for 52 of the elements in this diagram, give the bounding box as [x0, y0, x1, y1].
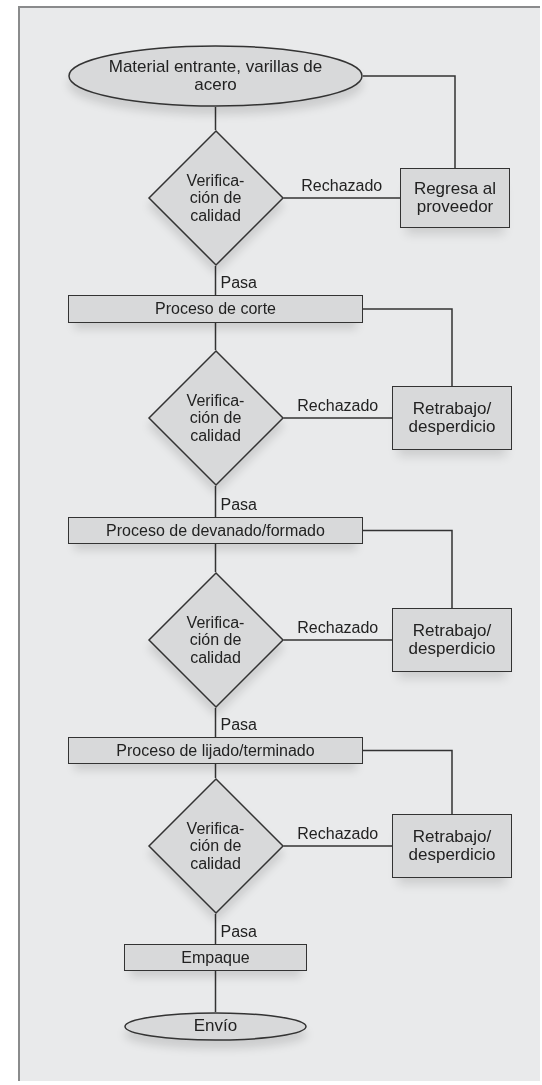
edge-label: Pasa: [219, 275, 258, 291]
connector-line: [214, 707, 217, 738]
node-label: Verifica- ción de calidad: [185, 392, 246, 444]
node-label: Retrabajo/ desperdicio: [407, 827, 497, 865]
edge-label: Rechazado: [296, 398, 380, 414]
process-box: [392, 386, 512, 450]
terminal-ellipse: [68, 45, 363, 107]
decision-diamond: [147, 130, 284, 266]
edge-label: Rechazado: [296, 826, 380, 842]
connector-line: [214, 265, 217, 296]
node-label: Proceso de corte: [155, 300, 276, 318]
edge-label: Rechazado: [300, 178, 384, 194]
connector-line: [282, 417, 393, 419]
node-label: Regresa al proveedor: [412, 179, 498, 217]
node-label: Empaque: [181, 948, 250, 967]
connector-line: [214, 106, 217, 131]
edge-label: Pasa: [219, 497, 258, 513]
process-box: [68, 737, 363, 764]
connector-line: [214, 543, 217, 573]
node-label: Proceso de lijado/terminado: [116, 741, 315, 760]
connector-line: [362, 529, 453, 609]
connector-line: [214, 322, 217, 351]
process-box: [392, 814, 512, 878]
process-box: [392, 608, 512, 672]
process-box: [68, 517, 363, 544]
node-label: Retrabajo/ desperdicio: [407, 399, 497, 437]
node-label: Proceso de devanado/formado: [106, 521, 325, 540]
node-label: Verifica- ción de calidad: [185, 614, 246, 666]
connector-line: [214, 913, 217, 945]
node-label: Verifica- ción de calidad: [185, 172, 246, 224]
node-label: Retrabajo/ desperdicio: [407, 621, 497, 659]
node-label: Envío: [193, 1017, 238, 1036]
connector-line: [214, 485, 217, 518]
connector-line: [214, 970, 217, 1013]
connector-line: [282, 845, 393, 847]
process-box: [68, 295, 363, 323]
connector-line: [362, 308, 453, 387]
connector-line: [362, 75, 456, 169]
terminal-ellipse: [124, 1012, 307, 1041]
decision-diamond: [147, 572, 284, 708]
edge-label: Rechazado: [296, 620, 380, 636]
decision-diamond: [147, 350, 284, 486]
connector-line: [282, 197, 401, 199]
process-box: [124, 944, 307, 971]
decision-diamond: [147, 778, 284, 914]
node-label: Verifica- ción de calidad: [185, 820, 246, 872]
process-box: [400, 168, 510, 228]
connector-line: [362, 749, 453, 815]
node-label: Material entrante, varillas de acero: [107, 57, 324, 95]
connector-line: [282, 639, 393, 641]
edge-label: Pasa: [219, 924, 258, 940]
edge-label: Pasa: [219, 717, 258, 733]
